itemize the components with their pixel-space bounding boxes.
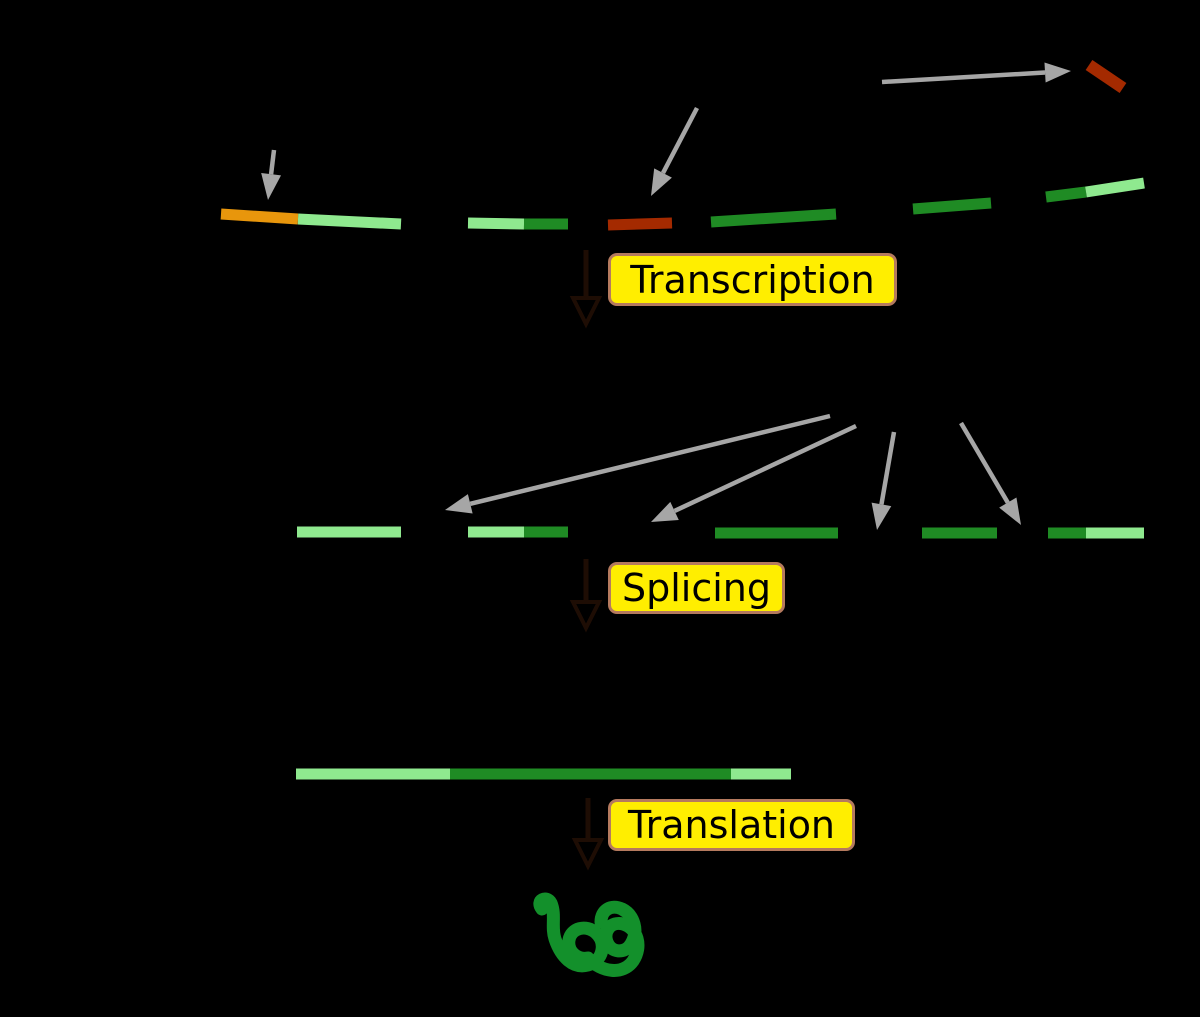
primary-transcript-row-segment xyxy=(467,217,525,230)
transcription-step-arrow-icon xyxy=(569,250,603,329)
primary-transcript-row-segment xyxy=(220,208,299,225)
pointer-arrow-top-right-icon xyxy=(881,62,1071,85)
primary-transcript-row-segment xyxy=(297,213,402,230)
spliced-exons-row xyxy=(297,526,1144,539)
translation-label: Translation xyxy=(608,799,855,851)
primary-transcript-row-segment xyxy=(710,208,837,228)
primary-transcript-row-segment xyxy=(912,197,992,215)
primary-transcript-row xyxy=(220,177,1145,231)
fan-arrow-4-icon xyxy=(959,421,1021,525)
transcription-label: Transcription xyxy=(608,253,897,306)
transcription-label-text: Transcription xyxy=(630,257,875,302)
pointer-arrow-middle-down-icon xyxy=(651,106,699,196)
translation-label-text: Translation xyxy=(627,803,836,847)
fan-arrow-2-icon xyxy=(651,423,857,522)
protein-squiggle-icon xyxy=(533,892,645,977)
fan-arrow-1-icon xyxy=(445,413,831,514)
pointer-arrow-top-left-down-icon xyxy=(261,149,282,200)
splicing-label: Splicing xyxy=(608,562,785,614)
primary-transcript-row-segment xyxy=(1085,177,1145,198)
translation-step-arrow-icon xyxy=(571,798,605,871)
primary-transcript-row-segment xyxy=(607,217,673,231)
detached-red-segment xyxy=(1085,60,1127,93)
primary-transcript-row-segment xyxy=(1045,186,1087,203)
splicing-label-text: Splicing xyxy=(621,566,771,610)
fan-arrow-3-icon xyxy=(871,431,897,530)
splicing-step-arrow-icon xyxy=(569,559,603,633)
